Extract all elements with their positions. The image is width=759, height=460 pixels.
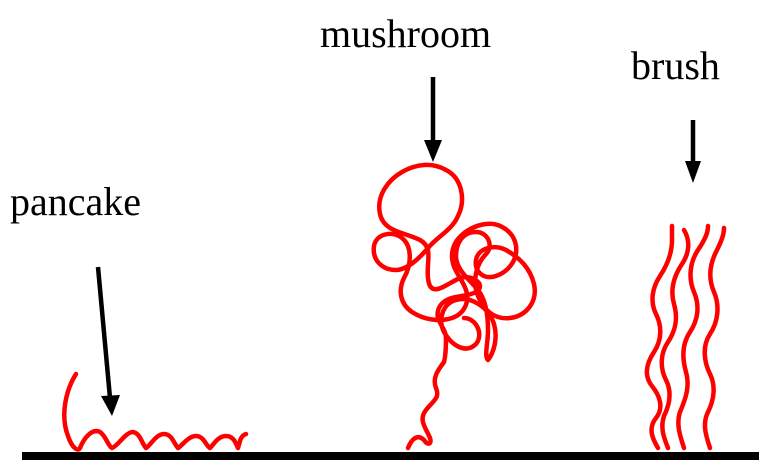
- label-mushroom: mushroom: [320, 11, 491, 56]
- arrow-brush: [685, 120, 701, 183]
- label-pancake: pancake: [10, 179, 141, 224]
- mushroom-coil-chain: [374, 165, 535, 360]
- arrow-pancake: [98, 267, 120, 416]
- substrate-surface: [22, 452, 759, 460]
- label-brush: brush: [631, 43, 720, 88]
- brush-chain-4: [705, 228, 724, 448]
- brush-chain-1: [647, 226, 672, 448]
- pancake-chain: [64, 374, 246, 450]
- arrow-mushroom: [424, 77, 442, 162]
- mushroom-stem-chain: [408, 338, 446, 448]
